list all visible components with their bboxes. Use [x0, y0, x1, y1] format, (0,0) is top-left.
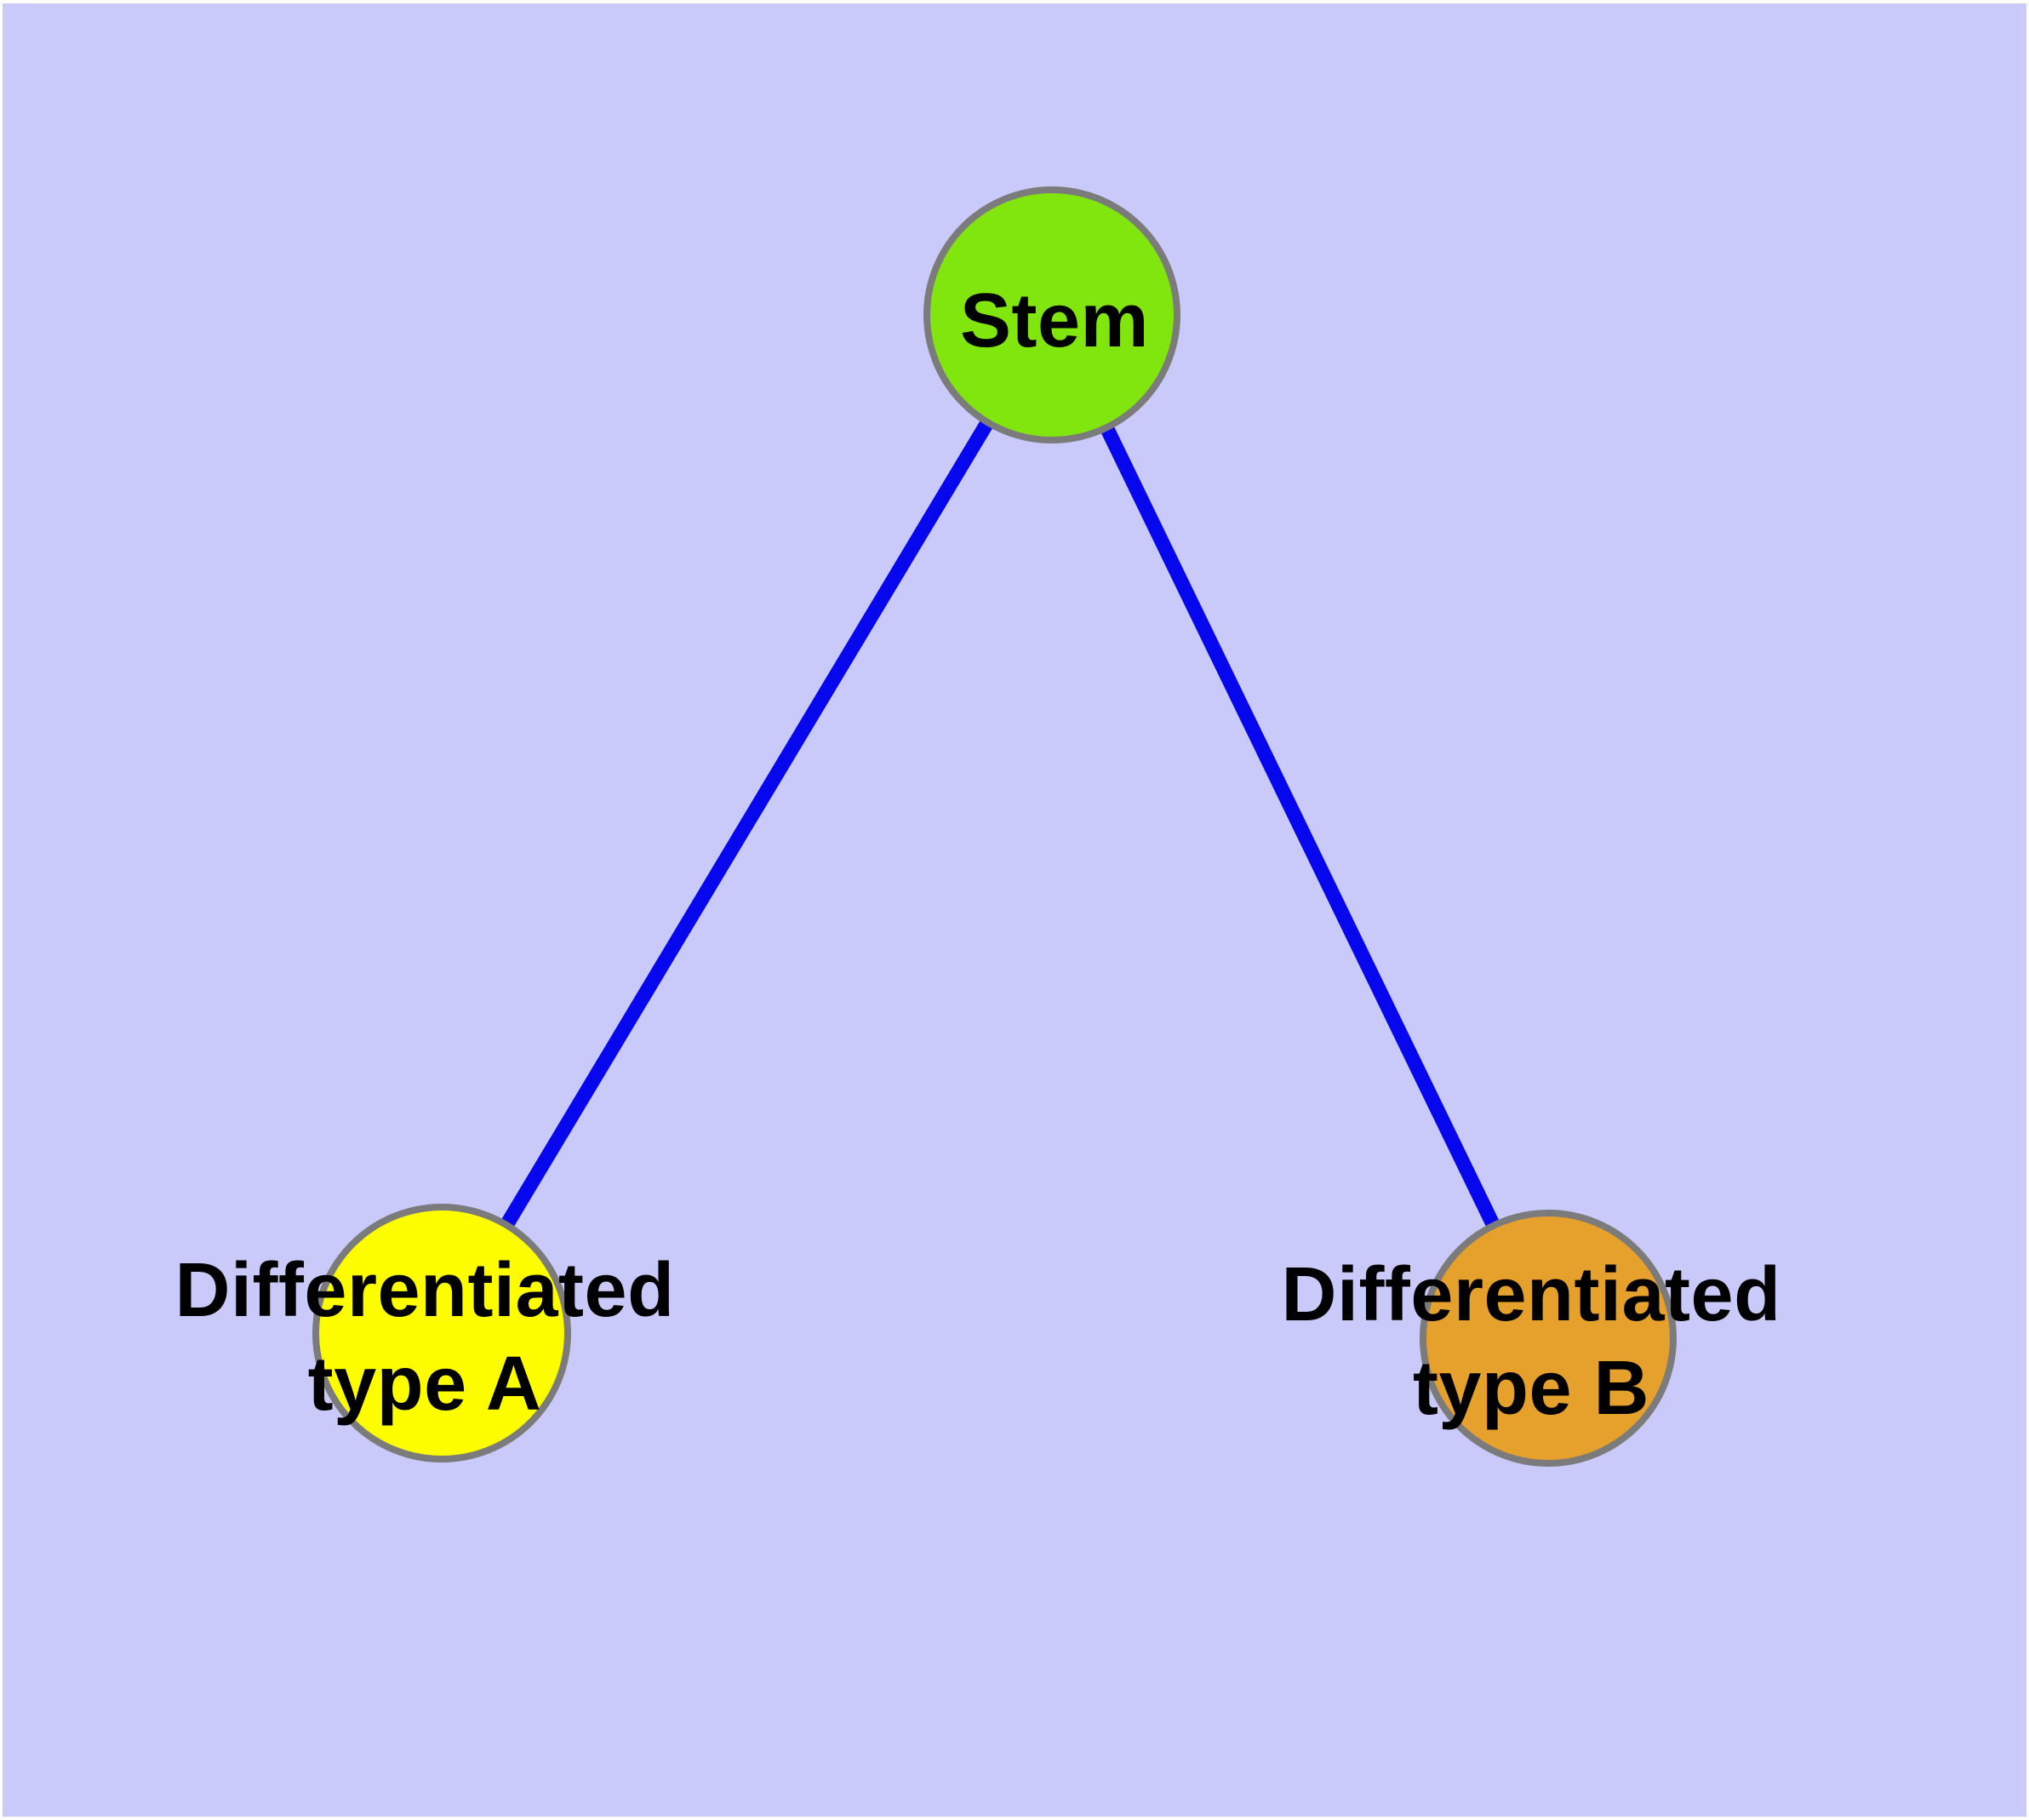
- node-type-a-circle: [312, 1204, 571, 1462]
- edge-stem-to-type-b: [1045, 312, 1555, 1342]
- node-stem-circle: [923, 186, 1180, 444]
- node-type-b-label: Differentiated type B: [1281, 1252, 1781, 1431]
- node-type-a-label: Differentiated type A: [174, 1248, 675, 1427]
- node-stem-label: Stem: [959, 278, 1150, 363]
- node-type-b-circle: [1420, 1210, 1677, 1467]
- edge-stem-to-type-a: [435, 311, 1059, 1337]
